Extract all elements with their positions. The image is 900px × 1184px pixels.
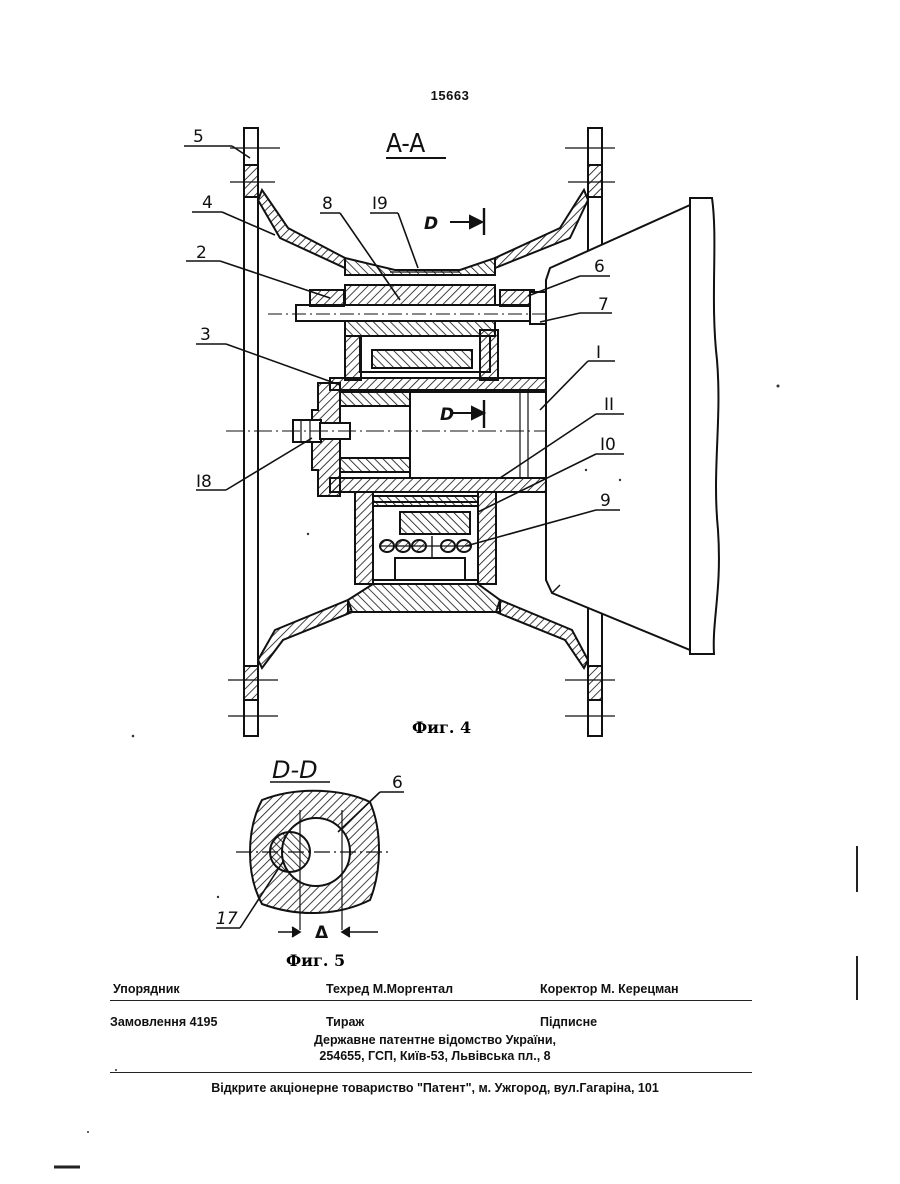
left-flange-top-seal: [244, 165, 258, 197]
figure-4-caption: Фиг. 4: [412, 718, 471, 737]
lower-housing-bottom: [348, 584, 500, 612]
central-plate-bottom: [330, 478, 550, 492]
label-3: 3: [200, 325, 211, 345]
right-flange-top-seal: [588, 165, 602, 197]
upper-bushing-inner: [345, 320, 495, 336]
upper-chamber-wall: [345, 336, 361, 380]
view-marker-lower: D: [440, 405, 454, 425]
upper-chamber-wall-right: [480, 330, 498, 380]
figure-5: [216, 782, 404, 937]
section-label-a-a: A-A: [386, 129, 425, 159]
imprint-rule-top: [110, 1000, 752, 1001]
figure-4: [184, 128, 719, 736]
right-drum-rim: [690, 198, 719, 654]
label-2: 2: [196, 243, 207, 263]
right-drum: [546, 205, 690, 650]
central-bore-lower: [340, 458, 410, 472]
label-6: 6: [594, 257, 605, 277]
imprint-proofreader: Коректор М. Керецман: [540, 982, 679, 996]
imprint-order: Замовлення 4195: [110, 1015, 217, 1029]
imprint-rule-bottom: [110, 1072, 752, 1073]
scan-edge-marks: [54, 846, 857, 1167]
left-flange-plate: [244, 128, 258, 736]
label-9: 9: [600, 491, 611, 511]
label-6-fig5: 6: [392, 773, 403, 793]
label-11: II: [604, 395, 614, 415]
label-19: I9: [372, 194, 388, 214]
figure-5-caption: Фиг. 5: [286, 951, 345, 970]
lower-left-shell: [258, 600, 352, 668]
central-bore: [340, 392, 410, 406]
imprint-office-line2: 254655, ГСП, Київ-53, Львівська пл., 8: [0, 1049, 870, 1063]
label-8: 8: [322, 194, 333, 214]
label-delta: Δ: [315, 923, 329, 943]
section-label-d-d: D-D: [272, 756, 318, 784]
label-5: 5: [193, 127, 204, 147]
imprint-circulation: Тираж: [326, 1015, 364, 1029]
left-flange-bottom-seal: [244, 666, 258, 700]
imprint-compiler: Упорядник: [113, 982, 180, 996]
lower-chamber-wall-left: [355, 492, 373, 584]
view-marker-upper: D: [424, 214, 438, 234]
label-18: I8: [196, 472, 212, 492]
imprint-publisher: Відкрите акціонерне товариство "Патент",…: [0, 1081, 870, 1095]
lower-right-shell: [496, 600, 588, 668]
shaft-right-nut: [500, 290, 534, 306]
imprint-tech-editor: Техред М.Моргентал: [326, 982, 453, 996]
imprint-subscription: Підписне: [540, 1015, 597, 1029]
label-4: 4: [202, 193, 213, 213]
right-flange-bottom-seal: [588, 666, 602, 700]
label-17: 17: [216, 909, 238, 929]
label-7: 7: [598, 295, 609, 315]
central-plate-top: [330, 378, 550, 390]
label-1: I: [596, 343, 601, 363]
upper-shaft: [296, 305, 546, 321]
label-10: I0: [600, 435, 616, 455]
upper-bushing: [345, 285, 495, 305]
imprint-office-line1: Державне патентне відомство України,: [0, 1033, 870, 1047]
